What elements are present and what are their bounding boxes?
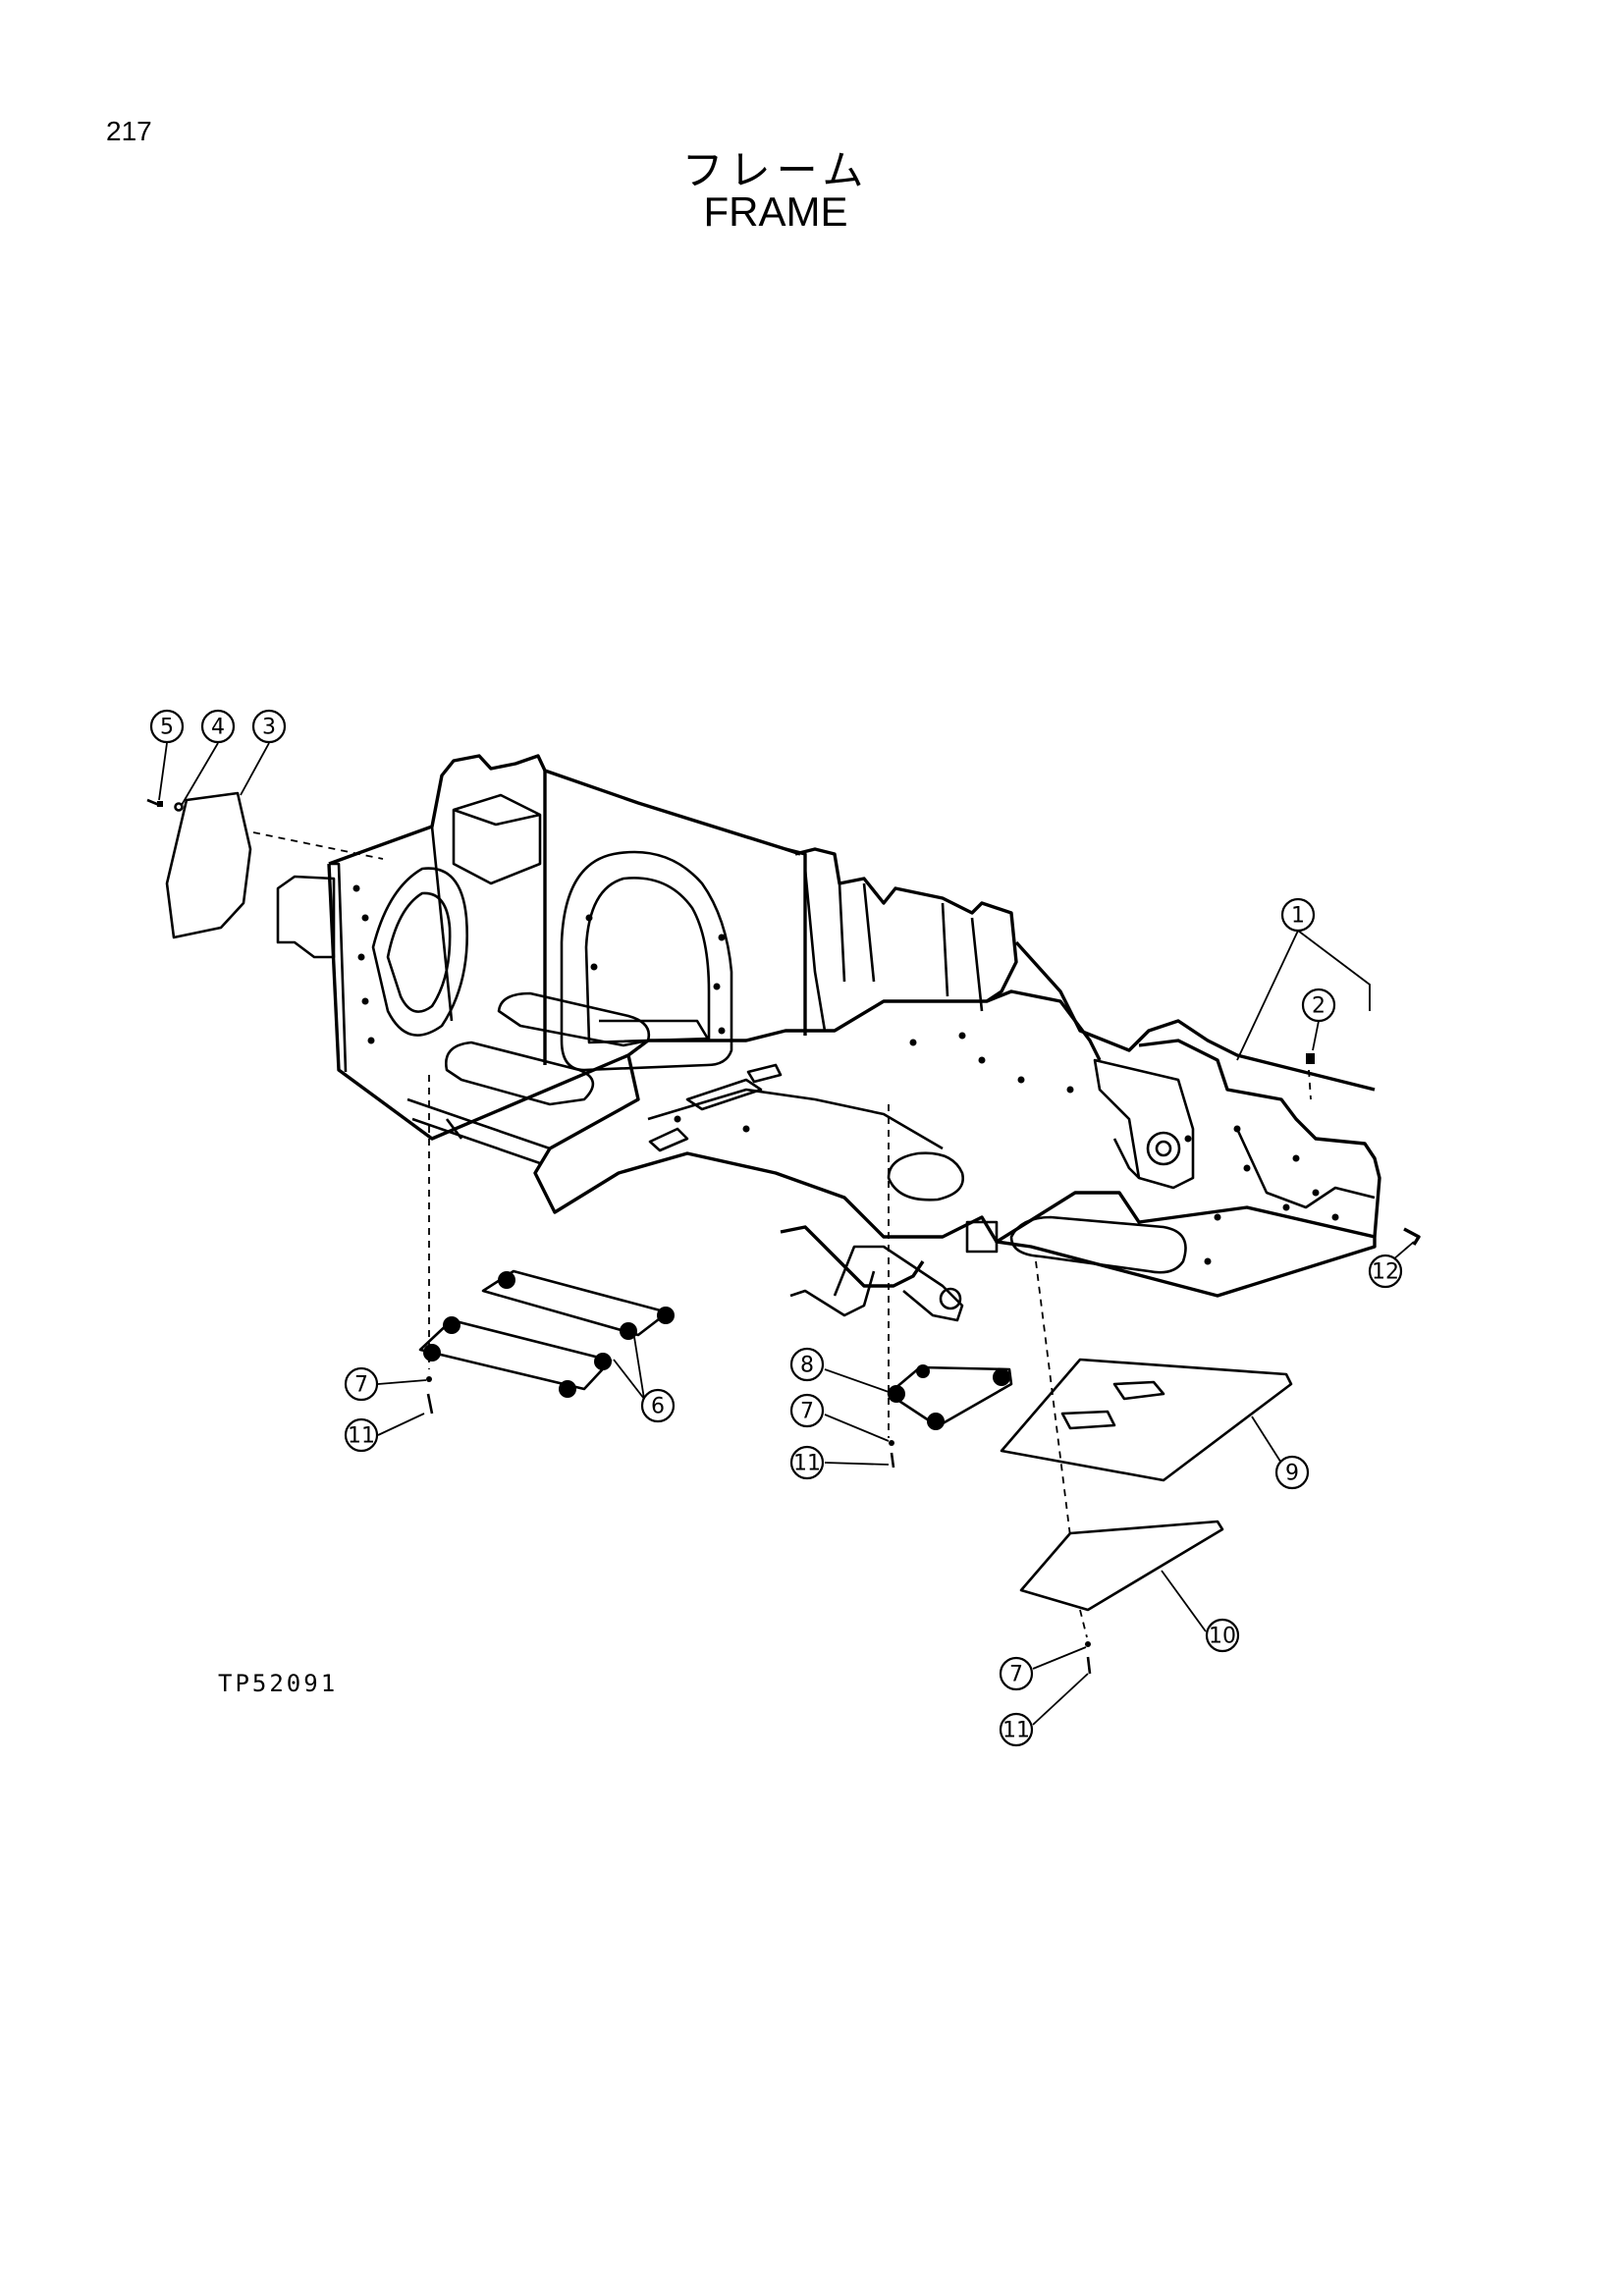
callout-part-11-center: 11	[789, 1445, 825, 1480]
svg-text:6: 6	[651, 1395, 665, 1419]
svg-text:7: 7	[800, 1400, 814, 1424]
callout-part-11-left: 11	[344, 1417, 379, 1453]
plug-part-2	[1306, 1053, 1315, 1064]
washer-part-4	[174, 802, 184, 812]
svg-text:2: 2	[1312, 994, 1326, 1019]
bolt-part-5	[146, 798, 163, 807]
callout-part-4: 4	[200, 709, 236, 744]
page-title-japanese: フレーム	[681, 146, 870, 194]
cover-plate-part-8	[887, 1364, 1013, 1430]
cover-plate-part-9	[1000, 1358, 1293, 1482]
main-frame-drawing	[276, 754, 1381, 1322]
svg-text:7: 7	[1009, 1663, 1023, 1687]
callout-part-11-right: 11	[999, 1712, 1034, 1747]
svg-text:5: 5	[160, 716, 174, 740]
svg-text:11: 11	[793, 1452, 821, 1476]
svg-text:8: 8	[800, 1354, 814, 1378]
svg-text:4: 4	[211, 716, 225, 740]
page-number: 217	[106, 116, 152, 146]
svg-text:9: 9	[1285, 1462, 1299, 1486]
assembly-dashed-lines	[252, 831, 1312, 1638]
svg-text:11: 11	[1002, 1719, 1030, 1743]
callout-part-1: 1	[1280, 897, 1316, 933]
callout-part-7-left: 7	[344, 1366, 379, 1402]
svg-text:7: 7	[354, 1373, 368, 1398]
callout-part-5: 5	[149, 709, 185, 744]
callout-part-2: 2	[1301, 988, 1336, 1023]
svg-text:3: 3	[262, 716, 276, 740]
callout-part-6: 6	[640, 1388, 676, 1423]
bolt-part-12	[1403, 1227, 1421, 1246]
screws-and-washers	[426, 1376, 1092, 1675]
page-title: FRAME	[703, 188, 848, 235]
cover-plates-part-6	[418, 1269, 675, 1398]
callout-part-7-center: 7	[789, 1393, 825, 1428]
svg-text:12: 12	[1372, 1260, 1399, 1285]
callout-part-10: 10	[1205, 1618, 1240, 1653]
callout-part-8: 8	[789, 1347, 825, 1382]
callout-part-9: 9	[1274, 1455, 1310, 1490]
drawing-code: TP52091	[218, 1670, 339, 1697]
svg-text:10: 10	[1209, 1625, 1236, 1649]
svg-text:1: 1	[1291, 904, 1305, 929]
cover-plate-part-10	[1019, 1520, 1224, 1612]
leader-lines	[158, 742, 1415, 1726]
svg-text:11: 11	[348, 1424, 375, 1449]
callout-part-3: 3	[251, 709, 287, 744]
callout-part-12: 12	[1368, 1254, 1403, 1289]
side-cover-part-3	[165, 791, 252, 939]
callout-part-7-right: 7	[999, 1656, 1034, 1691]
